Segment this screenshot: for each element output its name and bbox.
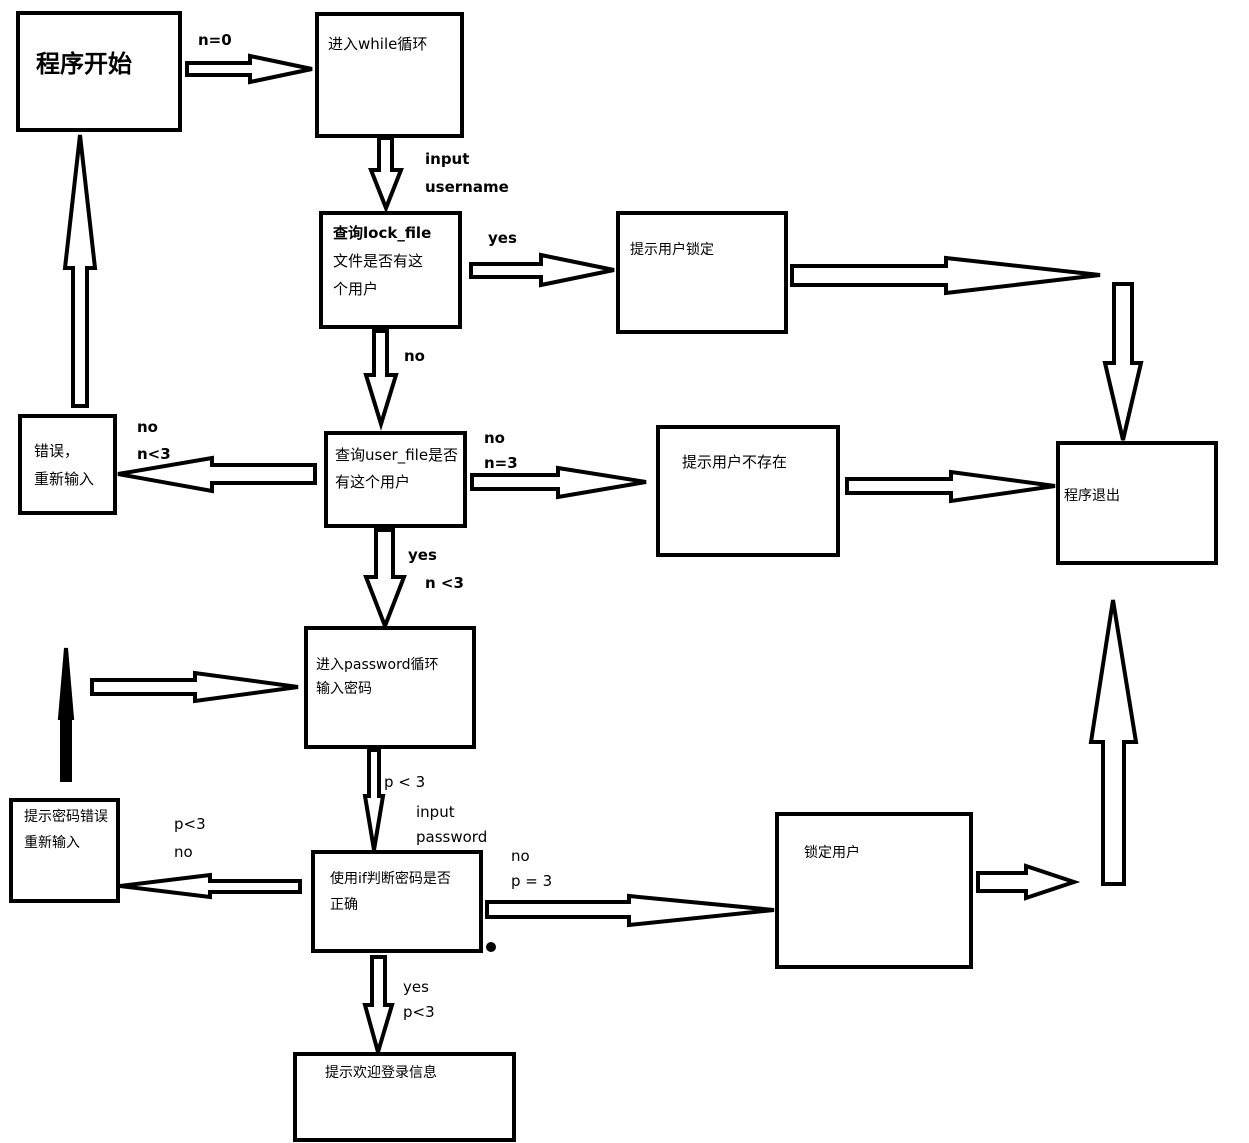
node-while-loop-text: 进入while循环 <box>328 35 428 53</box>
node-welcome-text: 提示欢迎登录信息 <box>325 1065 437 1081</box>
node-exit: 程序退出 <box>1056 441 1218 565</box>
label-username: username <box>425 178 509 196</box>
node-user-missing-text: 提示用户不存在 <box>682 453 788 471</box>
arrow-into-password <box>90 670 299 704</box>
label-no-nlt3-b: n<3 <box>137 445 171 463</box>
node-check-lock-line2: 文件是否有这 <box>333 252 424 270</box>
label-no-neq3-b: n=3 <box>484 454 518 472</box>
arrow-lockedmsg-right <box>790 255 1101 296</box>
label-no-nlt3-a: no <box>137 418 158 436</box>
label-password: password <box>416 828 488 846</box>
node-password-loop-line2: 输入密码 <box>316 681 372 697</box>
arrow-down-to-exit <box>1102 282 1144 441</box>
label-no-lock: no <box>404 347 425 365</box>
label-input: input <box>425 150 470 168</box>
arrow-lock-to-user <box>363 329 399 431</box>
node-error-retry-line1: 错误， <box>34 442 80 460</box>
label-no-peq3-b: p = 3 <box>511 872 553 890</box>
node-pwd-error-line2: 重新输入 <box>24 835 80 851</box>
label-yes-nlt3-b: n <3 <box>425 574 464 592</box>
node-lock-user-text: 锁定用户 <box>804 845 860 861</box>
node-start: 程序开始 <box>16 11 182 132</box>
node-error-retry: 错误， 重新输入 <box>18 414 117 515</box>
arrow-solid-up <box>57 647 75 782</box>
label-plt3-no-b: no <box>174 843 193 861</box>
arrow-check-to-lockuser <box>485 893 775 928</box>
node-user-missing: 提示用户不存在 <box>656 425 840 557</box>
node-pwd-error: 提示密码错误 重新输入 <box>9 798 120 903</box>
node-exit-text: 程序退出 <box>1064 488 1120 504</box>
node-check-pwd-line1: 使用if判断密码是否 <box>330 871 451 887</box>
arrow-user-to-missing <box>470 465 647 500</box>
node-check-lock-line1: 查询lock_file <box>333 224 432 242</box>
label-n0: n=0 <box>198 31 232 49</box>
label-yes-plt3-a: yes <box>403 978 429 996</box>
node-password-loop: 进入password循环 输入密码 <box>304 626 476 749</box>
label-yes-plt3-b: p<3 <box>403 1003 435 1021</box>
node-check-lock-line3: 个用户 <box>333 280 379 298</box>
label-input-pwd: input <box>416 803 455 821</box>
arrow-while-to-lock <box>368 136 404 214</box>
arrow-password-to-check <box>362 748 386 851</box>
arrow-up-to-exit <box>1088 599 1139 886</box>
arrow-user-to-error <box>117 455 317 494</box>
label-yes-nlt3-a: yes <box>408 546 437 564</box>
arrow-error-to-start <box>62 134 98 408</box>
stray-dot <box>486 942 496 952</box>
node-start-text: 程序开始 <box>36 50 132 78</box>
label-no-neq3-a: no <box>484 429 505 447</box>
node-locked-msg-text: 提示用户锁定 <box>630 242 714 258</box>
node-check-user-line2: 有这个用户 <box>335 473 411 491</box>
node-check-pwd-line2: 正确 <box>330 897 358 913</box>
node-check-pwd: 使用if判断密码是否 正确 <box>311 850 483 953</box>
node-locked-msg: 提示用户锁定 <box>616 211 788 334</box>
node-while-loop: 进入while循环 <box>315 12 464 138</box>
arrow-lock-to-lockedmsg <box>469 252 615 288</box>
node-welcome: 提示欢迎登录信息 <box>293 1052 516 1142</box>
label-plt3-no-a: p<3 <box>174 815 206 833</box>
arrow-start-to-while <box>185 53 313 85</box>
arrow-check-to-welcome <box>362 955 395 1060</box>
label-yes-lock: yes <box>488 229 517 247</box>
node-pwd-error-line1: 提示密码错误 <box>24 809 108 825</box>
arrow-lockuser-right <box>976 863 1081 901</box>
node-error-retry-line2: 重新输入 <box>34 470 95 488</box>
node-check-lock: 查询lock_file 文件是否有这 个用户 <box>319 211 462 329</box>
arrow-missing-to-exit <box>845 469 1056 504</box>
node-check-user: 查询user_file是否 有这个用户 <box>324 431 467 528</box>
node-check-user-line1: 查询user_file是否 <box>335 446 459 464</box>
label-no-peq3-a: no <box>511 847 530 865</box>
label-p-lt3: p < 3 <box>384 773 426 791</box>
node-lock-user: 锁定用户 <box>775 812 973 969</box>
arrow-check-to-pwderror <box>119 872 302 900</box>
arrow-user-to-password <box>363 528 407 632</box>
node-password-loop-line1: 进入password循环 <box>316 657 439 673</box>
